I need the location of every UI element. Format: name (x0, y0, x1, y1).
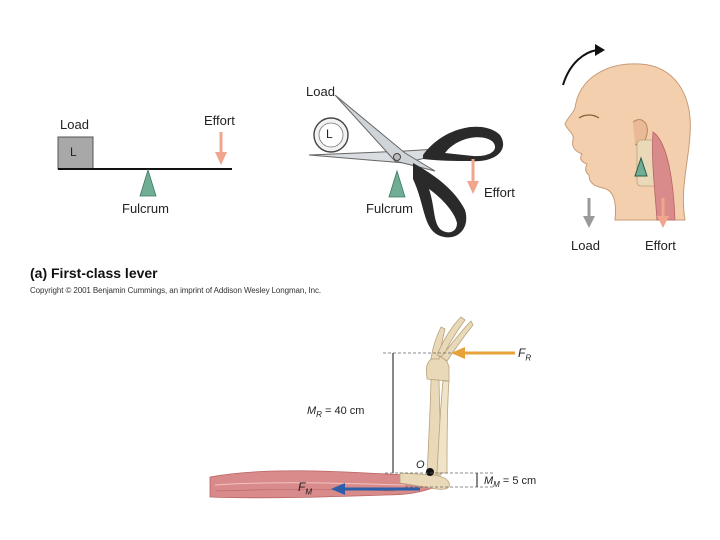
effort-label: Effort (204, 113, 235, 128)
fr-label: FR (518, 346, 532, 363)
effort-label: Effort (645, 238, 676, 253)
load-label: Load (571, 238, 600, 253)
simple-lever-graphic (57, 132, 232, 197)
upper-arm-bone (399, 472, 450, 490)
pivot-label: O (416, 459, 425, 471)
head-graphic (562, 44, 691, 228)
scissor-pivot (393, 153, 401, 161)
effort-arrow-head (467, 181, 479, 194)
fulcrum-triangle (634, 156, 648, 177)
load-arrow-head (583, 216, 595, 228)
fr-arrow-head (451, 347, 465, 359)
mr-label: MR = 40 cm (307, 405, 365, 420)
load-label: Load (306, 84, 335, 99)
load-label: Load (60, 117, 89, 132)
mm-label: MM = 5 cm (484, 475, 537, 490)
arm-graphic (209, 316, 515, 499)
fm-label: FM (298, 480, 313, 497)
fm-arrow-head (331, 483, 345, 495)
load-box (57, 136, 94, 170)
rotation-arrow (562, 49, 598, 86)
fulcrum-label: Fulcrum (122, 201, 169, 216)
load-ring-letter: L (326, 127, 333, 141)
copyright-notice: Copyright © 2001 Benjamin Cummings, an i… (30, 286, 321, 295)
effort-label: Effort (484, 185, 515, 200)
scissor-blade-lower (334, 95, 436, 172)
fulcrum-triangle (139, 168, 157, 197)
fulcrum-triangle (388, 169, 406, 198)
fulcrum-label: Fulcrum (366, 201, 413, 216)
load-box-letter: L (70, 145, 77, 159)
figure-caption: (a) First-class lever (30, 265, 158, 281)
effort-arrow-head (215, 152, 227, 165)
scissors-graphic (308, 95, 504, 238)
pivot-point (426, 468, 434, 476)
effort-arrow-head (657, 216, 669, 228)
